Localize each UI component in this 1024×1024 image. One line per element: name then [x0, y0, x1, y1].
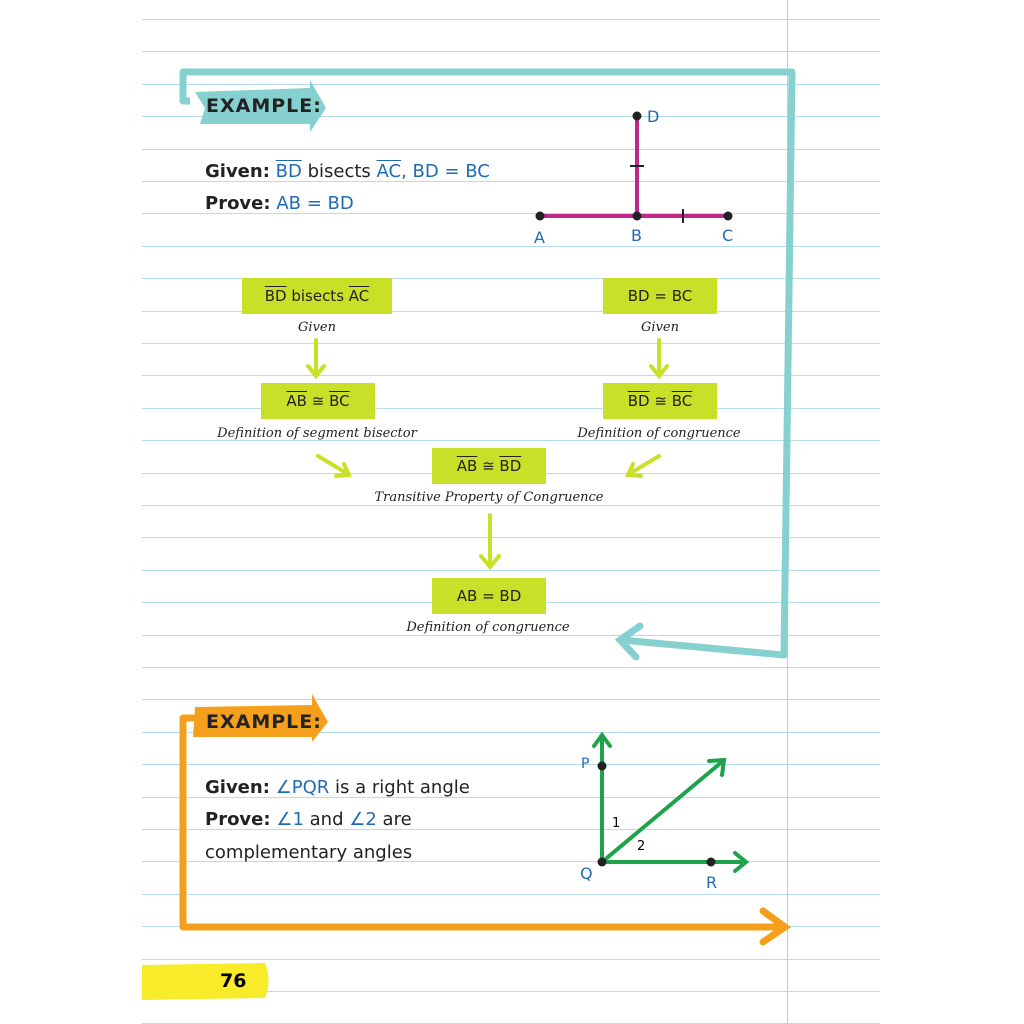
proof-reason-3: Definition of segment bisector	[217, 426, 417, 441]
proof-box-4: BD ≅ BC	[603, 383, 717, 419]
segment-diagram	[535, 111, 733, 223]
rule-line	[142, 440, 880, 441]
rule-line	[142, 570, 880, 571]
rule-line	[142, 84, 880, 85]
page-number: 76	[220, 970, 247, 992]
prove-text: AB = BD	[276, 193, 354, 214]
point-label-c: C	[722, 226, 734, 245]
given-statement-2: Given: ∠PQR is a right angle	[205, 777, 470, 798]
and-text: and	[303, 809, 350, 830]
orange-arrowhead-icon	[759, 907, 792, 946]
proof-reason-6: Definition of congruence	[406, 620, 570, 635]
segment-ac: AC	[376, 161, 402, 182]
proof-box-2: BD = BC	[603, 278, 717, 314]
orange-frame-arrow	[179, 714, 785, 931]
rule-line	[142, 246, 880, 247]
rule-line	[142, 149, 880, 150]
prove-statement: Prove: AB = BD	[205, 193, 354, 214]
point-label-b: B	[631, 226, 642, 245]
rule-line	[142, 797, 880, 798]
rule-line	[142, 764, 880, 765]
prove-line-2: complementary angles	[205, 842, 413, 863]
prove-text: are	[376, 809, 412, 830]
angle-pqr: ∠PQR	[275, 777, 330, 798]
given-statement: Given: BD bisects AC, BD = BC	[205, 161, 490, 182]
segment-bd: BD	[275, 161, 302, 182]
rule-line	[142, 505, 880, 506]
angle-diagram	[592, 731, 750, 873]
teal-banner	[195, 80, 326, 132]
teal-frame-arrow	[179, 68, 796, 659]
proof-arrows	[306, 338, 669, 571]
rule-line	[142, 829, 880, 830]
point-label-r: R	[706, 873, 718, 892]
rule-line	[142, 375, 880, 376]
prove-statement-2: Prove: ∠1 and ∠2 are	[205, 809, 412, 830]
given-label: Given:	[205, 777, 270, 798]
proof-box-1: BD bisects AC	[242, 278, 392, 314]
example-heading: EXAMPLE:	[206, 95, 322, 117]
rule-line	[142, 116, 880, 117]
proof-box-5: AB ≅ BD	[432, 448, 546, 484]
rule-line	[142, 213, 880, 214]
rule-line	[142, 19, 880, 20]
given-label: Given:	[205, 161, 270, 182]
orange-banner	[193, 694, 328, 742]
rule-line	[142, 408, 880, 409]
rule-line	[142, 537, 880, 538]
point-label-d: D	[647, 107, 660, 126]
teal-arrowhead-icon	[614, 622, 644, 661]
angle-label-1: 1	[612, 816, 621, 831]
rule-line	[142, 343, 880, 344]
point-label-q: Q	[580, 864, 593, 883]
rule-line	[142, 991, 880, 992]
given-text: bisects	[301, 161, 377, 182]
rule-line	[142, 181, 880, 182]
rule-line	[142, 894, 880, 895]
proof-box-6: AB = BD	[432, 578, 546, 614]
example-heading-2: EXAMPLE:	[206, 711, 322, 733]
rule-line	[142, 51, 880, 52]
angle-2: ∠2	[349, 809, 377, 830]
proof-reason-5: Transitive Property of Congruence	[374, 490, 604, 505]
rule-line	[142, 635, 880, 636]
point-label-a: A	[534, 228, 545, 247]
prove-label: Prove:	[205, 809, 271, 830]
proof-box-3: AB ≅ BC	[261, 383, 375, 419]
rule-line	[142, 278, 880, 279]
given-text-rest: , BD = BC	[401, 161, 490, 182]
rule-line	[142, 311, 880, 312]
angle-1: ∠1	[276, 809, 304, 830]
point-label-p: P	[581, 756, 590, 772]
rule-line	[142, 959, 880, 960]
proof-reason-2: Given	[641, 320, 679, 335]
angle-label-2: 2	[637, 839, 646, 854]
prove-label: Prove:	[205, 193, 271, 214]
rule-line	[142, 667, 880, 668]
rule-line	[142, 699, 880, 700]
proof-reason-1: Given	[298, 320, 336, 335]
proof-reason-4: Definition of congruence	[577, 426, 741, 441]
rule-line	[142, 732, 880, 733]
given-text: is a right angle	[329, 777, 470, 798]
rule-line	[142, 861, 880, 862]
page-number-highlight	[142, 963, 269, 1000]
